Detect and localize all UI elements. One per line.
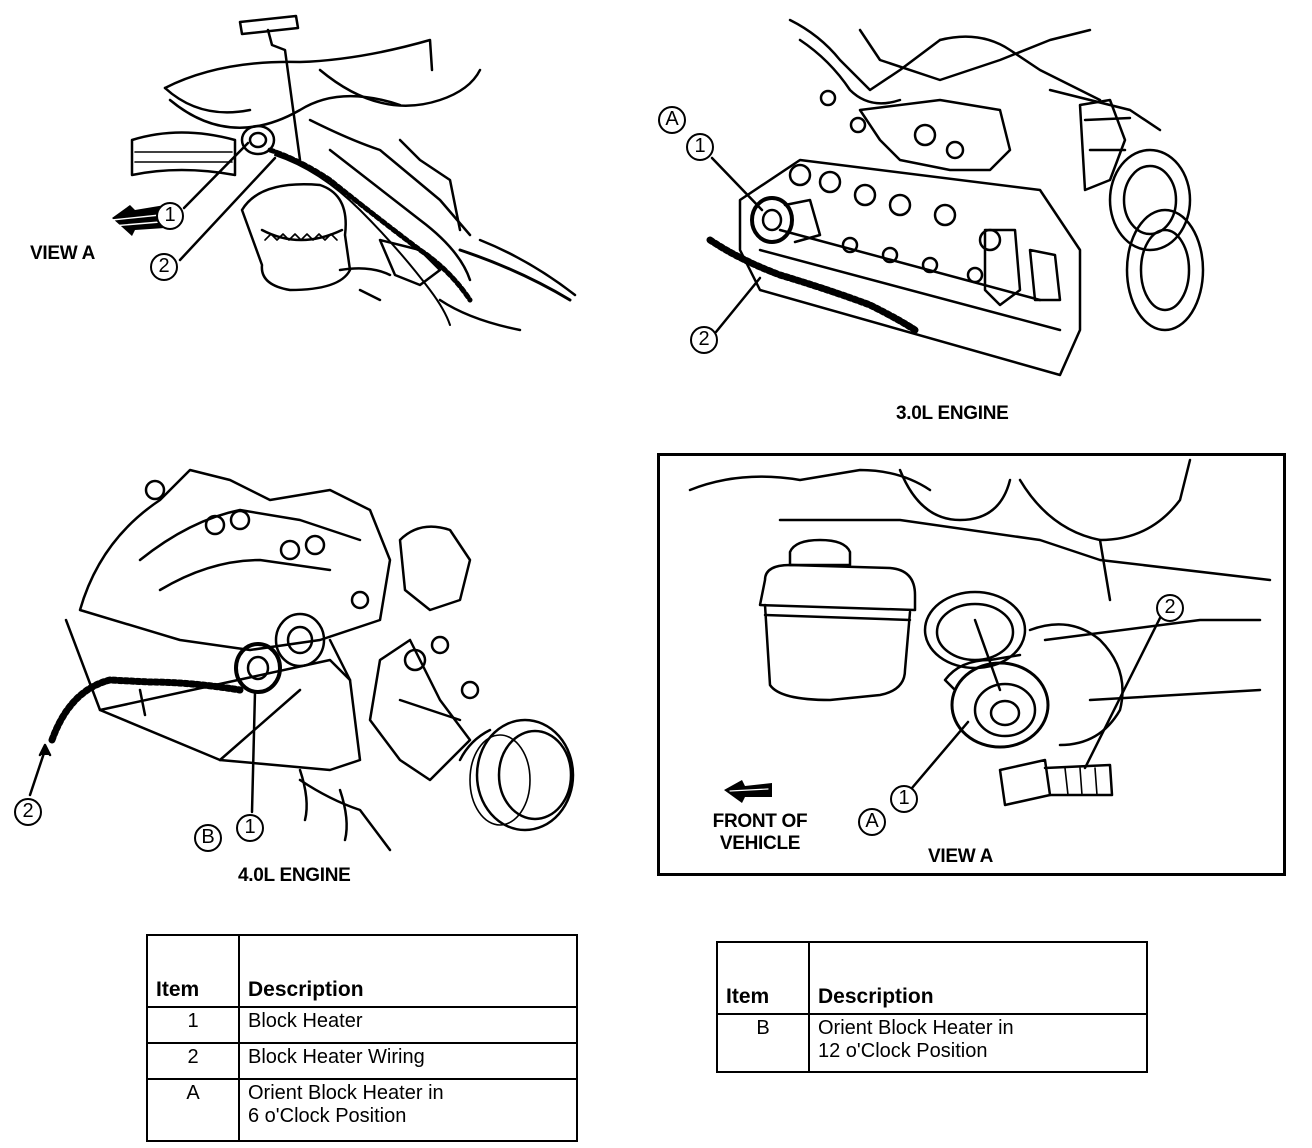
- table-row: B Orient Block Heater in 12 o'Clock Posi…: [716, 1013, 1148, 1073]
- front-of-vehicle-label-line1: FRONT OF: [712, 811, 808, 832]
- legend-right-item: B: [716, 1013, 810, 1073]
- view-a-title: VIEW A: [928, 846, 994, 867]
- legend-right-header-item: Item: [716, 941, 810, 1015]
- front-of-vehicle-label-line2: VEHICLE: [719, 833, 801, 854]
- legend-right-description-line2: 12 o'Clock Position: [818, 1040, 988, 1062]
- engine-4-0l-drawing: [28, 468, 575, 852]
- legend-left-description: Block Heater Wiring: [238, 1042, 578, 1080]
- callout-1-top-left: 1: [156, 202, 184, 230]
- legend-left-header-description: Description: [238, 934, 578, 1008]
- legend-left-item: 2: [146, 1042, 240, 1080]
- legend-left-item: 1: [146, 1006, 240, 1044]
- callout-1-4-0l: 1: [236, 814, 264, 842]
- view-a-detail-box: [657, 453, 1286, 876]
- legend-left-header-row: Item Description: [146, 934, 578, 1008]
- top-left-engine-drawing: [111, 14, 577, 332]
- engine-3-0l-drawing: [706, 18, 1205, 377]
- legend-right-description-line1: Orient Block Heater in: [818, 1017, 1014, 1039]
- table-row: 2 Block Heater Wiring: [146, 1042, 578, 1080]
- callout-a-3-0l: A: [658, 106, 686, 134]
- legend-left-header-item: Item: [146, 934, 240, 1008]
- callout-2-4-0l: 2: [14, 798, 42, 826]
- view-a-arrow-label: VIEW A: [30, 243, 96, 264]
- legend-table-left: Item Description 1 Block Heater 2 Block …: [146, 934, 578, 1142]
- legend-left-description: Orient Block Heater in 6 o'Clock Positio…: [238, 1078, 578, 1142]
- callout-2-3-0l: 2: [690, 326, 718, 354]
- legend-right-header-description: Description: [808, 941, 1148, 1015]
- table-row: 1 Block Heater: [146, 1006, 578, 1044]
- legend-table-right: Item Description B Orient Block Heater i…: [716, 941, 1148, 1073]
- engine-3-0l-label: 3.0L ENGINE: [896, 403, 1009, 424]
- view-a-detail-drawing: [688, 458, 1272, 807]
- callout-1-3-0l: 1: [686, 133, 714, 161]
- engine-4-0l-label: 4.0L ENGINE: [238, 865, 351, 886]
- legend-right-header-row: Item Description: [716, 941, 1148, 1015]
- callout-2-top-left: 2: [150, 253, 178, 281]
- legend-left-description-line1: Orient Block Heater in: [248, 1082, 444, 1104]
- callout-2-view-a: 2: [1156, 594, 1184, 622]
- callout-b-4-0l: B: [194, 824, 222, 852]
- callout-a-view-a: A: [858, 808, 886, 836]
- callout-1-view-a: 1: [890, 785, 918, 813]
- legend-right-description: Orient Block Heater in 12 o'Clock Positi…: [808, 1013, 1148, 1073]
- legend-left-description: Block Heater: [238, 1006, 578, 1044]
- legend-left-description-line2: 6 o'Clock Position: [248, 1105, 407, 1127]
- table-row: A Orient Block Heater in 6 o'Clock Posit…: [146, 1078, 578, 1142]
- legend-left-item: A: [146, 1078, 240, 1142]
